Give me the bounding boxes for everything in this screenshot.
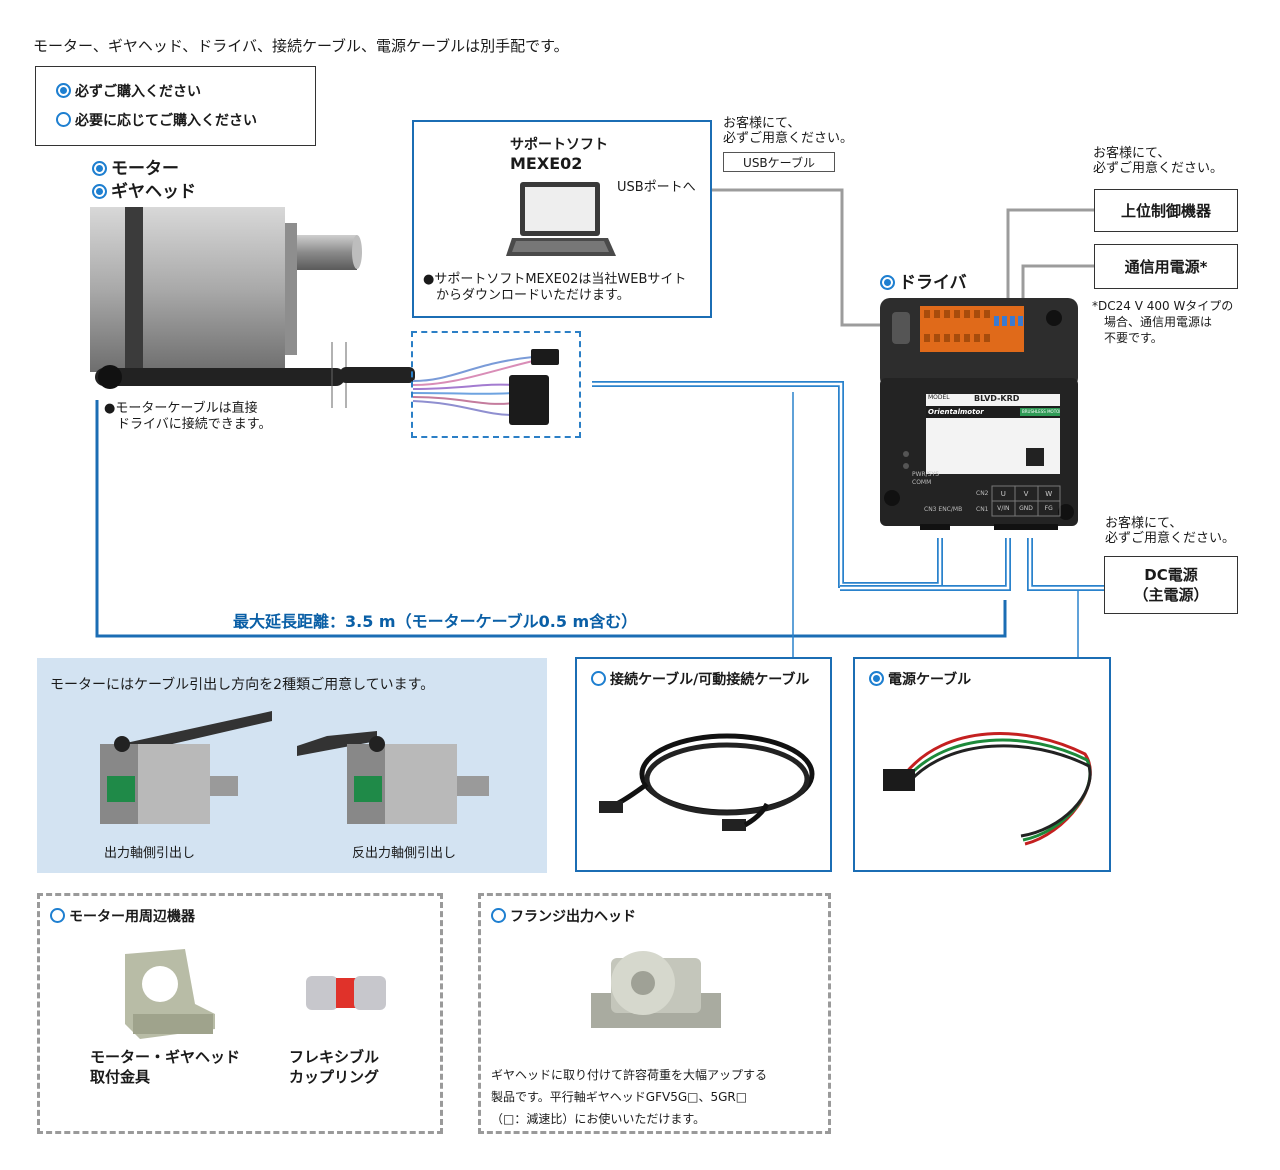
dc-prepare-1: お客様にて、 [1105, 516, 1183, 531]
required-marker-icon [56, 83, 71, 98]
dc-power-box: DC電源 （主電源） [1104, 556, 1238, 614]
upper-footnote: *DC24 V 400 Wタイプの 場合、通信用電源は 不要です。 [1092, 298, 1233, 346]
peripherals-box: モーター用周辺機器 モーター・ギヤヘッド 取付金具 フレキシブル カップリング [37, 893, 443, 1134]
flange-title: フランジ出力ヘッド [491, 908, 636, 926]
motor-connector-box [411, 331, 581, 438]
peripherals-title: モーター用周辺機器 [50, 908, 195, 926]
flange-desc-2: 製品です。平行軸ギヤヘッドGFV5G□、5GR□ [491, 1090, 748, 1104]
power-cable-title: 電源ケーブル [869, 671, 971, 689]
coupling-label-1: フレキシブル [289, 1048, 380, 1066]
max-distance-label: 最大延長距離：3.5 m（モーターケーブル0.5 m含む） [233, 612, 638, 631]
comm-power-mark: * [1199, 257, 1208, 276]
legend-required: 必ずご購入ください [56, 83, 201, 101]
required-marker-icon [869, 671, 884, 686]
opposite-side-label: 反出力軸側引出し [352, 846, 457, 861]
flexible-coupling-image [306, 976, 386, 1010]
dc-prepare-2: 必ずご用意ください。 [1105, 531, 1236, 546]
driver-cn3: CN3 ENC/MB [924, 506, 963, 513]
required-marker-icon [92, 161, 107, 176]
cn2-pin-v: V [1023, 490, 1029, 498]
driver-body [880, 298, 1078, 530]
flange-head-image [591, 951, 721, 1028]
upper-controller-box: 上位制御機器 [1094, 189, 1238, 232]
cn1-pin-vin: V/IN [997, 505, 1010, 512]
power-cable-box: 電源ケーブル [853, 657, 1111, 872]
driver-cn1-pins: V/IN GND FG [992, 503, 1060, 515]
cable-direction-panel: モーターにはケーブル引出し方向を2種類ご用意しています。 出力軸側引出し 反出力… [37, 658, 547, 873]
cn2-pin-u: U [1000, 490, 1006, 498]
required-marker-icon [880, 275, 895, 290]
driver-led-label-1: PWR/SYS [912, 471, 940, 478]
flange-box: フランジ出力ヘッド ギヤヘッドに取り付けて許容荷重を大幅アップする 製品です。平… [478, 893, 831, 1134]
motor-output-side-image [100, 711, 272, 824]
usb-port-label: USBポートへ [617, 180, 696, 195]
driver-cn1: CN1 [976, 506, 989, 513]
legend-box: 必ずご購入ください 必要に応じてご購入ください [35, 66, 316, 146]
motor-cable-image [340, 367, 415, 383]
driver-label: ドライバ [880, 272, 967, 294]
driver-image: MODEL BLVD-KRD Orientalmotor BRUSHLESS M… [880, 298, 1078, 530]
driver-brand: Orientalmotor [928, 408, 984, 416]
motor-note-1: ●モーターケーブルは直接 [104, 401, 258, 416]
connection-cable-image [599, 733, 815, 831]
cable-connector-image [412, 349, 559, 425]
software-title: サポートソフト [510, 137, 608, 153]
usb-cable-label: USBケーブル [723, 152, 835, 172]
coupling-label-2: カップリング [289, 1068, 380, 1086]
motor-opposite-side-image [297, 731, 489, 824]
power-cable-image [883, 732, 1092, 846]
comm-power-box: 通信用電源* [1094, 244, 1238, 289]
optional-marker-icon [591, 671, 606, 686]
upper-prepare-1: お客様にて、 [1093, 146, 1171, 161]
optional-marker-icon [56, 112, 71, 127]
driver-model: BLVD-KRD [974, 394, 1020, 403]
connection-cable-box: 接続ケーブル/可動接続ケーブル [575, 657, 832, 872]
footnote-line-1: *DC24 V 400 Wタイプの [1092, 299, 1234, 313]
motor-gearhead-image [90, 207, 362, 389]
usb-prepare-2: 必ずご用意ください。 [723, 131, 854, 146]
flange-desc-1: ギヤヘッドに取り付けて許容荷重を大幅アップする [491, 1068, 768, 1082]
driver-model-label: MODEL [928, 394, 950, 401]
mounting-bracket-image [125, 949, 215, 1039]
software-note-1: ●サポートソフトMEXE02は当社WEBサイト [423, 272, 687, 287]
upper-prepare-2: 必ずご用意ください。 [1093, 161, 1224, 176]
cn2-pin-w: W [1045, 490, 1053, 498]
gearhead-label: ギヤヘッド [92, 181, 196, 203]
software-name: MEXE02 [510, 154, 583, 173]
flange-description: ギヤヘッドに取り付けて許容荷重を大幅アップする 製品です。平行軸ギヤヘッドGFV… [491, 1064, 767, 1130]
dc-power-subtitle: （主電源） [1133, 586, 1209, 604]
output-side-label: 出力軸側引出し [104, 846, 196, 861]
software-box: サポートソフト MEXE02 USBポートへ ●サポートソフトMEXE02は当社… [412, 120, 712, 318]
motor-note-2: ドライバに接続できます。 [117, 417, 272, 432]
flange-desc-3: （□：減速比）にお使いいただけます。 [491, 1112, 706, 1126]
motor-label: モーター [92, 158, 179, 180]
laptop-icon [506, 182, 616, 256]
usb-prepare-1: お客様にて、 [723, 116, 801, 131]
cable-direction-title: モーターにはケーブル引出し方向を2種類ご用意しています。 [50, 677, 435, 693]
footnote-line-3: 不要です。 [1104, 331, 1163, 345]
bracket-label-2: 取付金具 [90, 1068, 151, 1086]
driver-led-label-2: COMM [912, 479, 932, 486]
dc-power-title: DC電源 [1144, 566, 1198, 584]
header-note: モーター、ギヤヘッド、ドライバ、接続ケーブル、電源ケーブルは別手配です。 [33, 37, 569, 55]
comm-power-label: 通信用電源 [1124, 258, 1200, 276]
cn1-pin-fg: FG [1044, 505, 1053, 512]
optional-marker-icon [491, 908, 506, 923]
required-marker-icon [92, 184, 107, 199]
driver-cn2-pins: U V W [992, 488, 1060, 500]
cn1-pin-gnd: GND [1019, 505, 1033, 512]
connection-cable-title: 接続ケーブル/可動接続ケーブル [591, 671, 809, 689]
driver-cn2: CN2 [976, 490, 989, 497]
legend-optional: 必要に応じてご購入ください [56, 112, 257, 130]
driver-product: BRUSHLESS MOTOR DRIVER [1022, 409, 1060, 414]
bracket-label-1: モーター・ギヤヘッド [90, 1048, 241, 1066]
optional-marker-icon [50, 908, 65, 923]
software-note-2: からダウンロードいただけます。 [436, 288, 630, 303]
footnote-line-2: 場合、通信用電源は [1104, 315, 1213, 329]
